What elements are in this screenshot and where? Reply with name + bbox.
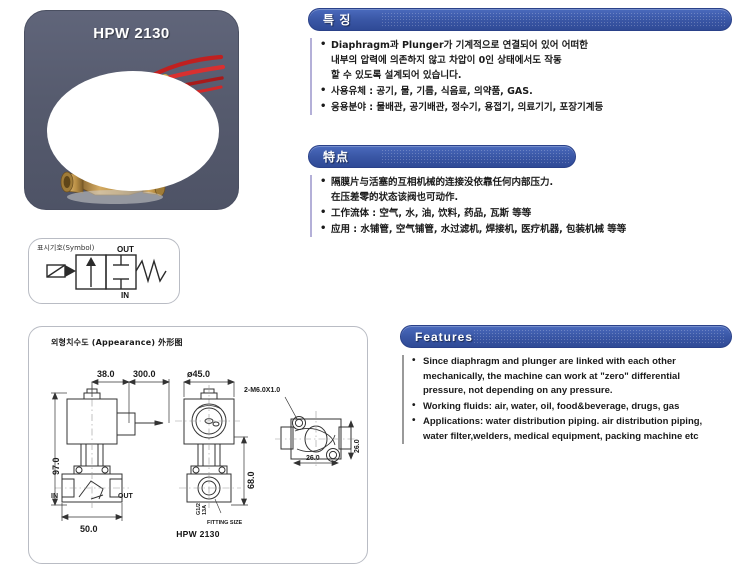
photo-backdrop-ellipse: [47, 71, 219, 191]
list-item: 隔膜片与活塞的互相机械的连接没依靠任何内部压力. 在压差零的状态该阀也可动作.: [320, 174, 732, 205]
section-title-zh: 特点: [323, 150, 350, 164]
section-features-zh: 特点 隔膜片与活塞的互相机械的连接没依靠任何内部压力. 在压差零的状态该阀也可动…: [308, 145, 732, 238]
symbol-port-in-label: IN: [121, 291, 129, 300]
bullet-en-0-line0: Since diaphragm and plunger are linked w…: [423, 356, 676, 367]
symbol-panel-label: 표시기호(Symbol): [37, 244, 95, 252]
bullet-en-2-line0: Applications: water distribution piping.…: [423, 416, 703, 427]
symbol-panel: 표시기호(Symbol) OUT IN: [28, 238, 180, 304]
bullet-list-zh: 隔膜片与活塞的互相机械的连接没依靠任何内部压力. 在压差零的状态该阀也可动作. …: [320, 174, 732, 237]
bullet-en-0-line1: mechanically, the machine can work at "z…: [423, 370, 680, 382]
dim-300: 300.0: [133, 369, 156, 379]
product-photo-panel: HPW 2130: [24, 10, 239, 210]
section-features-en: Features Since diaphragm and plunger are…: [400, 325, 732, 445]
symbol-port-out-label: OUT: [117, 245, 134, 254]
bullet-en-0-line2: pressure, not depending on any pressure.: [423, 385, 613, 396]
bullet-ko-0-line2: 할 수 있도록 설계되어 있습니다.: [331, 70, 462, 81]
section-title-en: Features: [415, 330, 474, 344]
list-item: Applications: water distribution piping.…: [412, 414, 732, 444]
drawing-port-in-label: IN: [51, 493, 58, 500]
dim-38: 38.0: [97, 369, 115, 379]
drawing-port-out-label: OUT: [118, 493, 133, 500]
bullet-list-ko: Diaphragm과 Plunger가 기계적으로 연결되어 있어 어떠한 내부…: [320, 37, 732, 115]
section-body-zh: 隔膜片与活塞的互相机械的连接没依靠任何内部压力. 在压差零的状态该阀也可动作. …: [308, 174, 732, 237]
section-header-bar-en: Features: [400, 325, 732, 348]
fitting-size-label: FITTING SIZE: [207, 520, 243, 526]
list-item: 사용유체 : 공기, 물, 기름, 식음료, 의약품, GAS.: [320, 83, 732, 99]
product-photo-stage: [25, 45, 240, 211]
valve-symbol-diagram: [46, 254, 167, 290]
section-header-bar-zh: 特点: [308, 145, 576, 168]
drawing-caption: HPW 2130: [176, 529, 220, 539]
dim-thread-2-m6: 2-M6.0X1.0: [244, 387, 281, 394]
dim-diameter-45: ø45.0: [187, 369, 211, 379]
bullet-ko-0-line1: 내부의 압력에 의존하지 않고 차압이 0인 상태에서도 작동: [331, 55, 562, 66]
bullet-zh-0-line0: 隔膜片与活塞的互相机械的连接没依靠任何内部压力.: [331, 177, 554, 188]
section-header-bar-ko: 특 징: [308, 8, 732, 31]
technical-drawing-svg: [51, 378, 357, 521]
product-name-title: HPW 2130: [93, 25, 170, 42]
appearance-drawing-panel: 외형치수도 (Appearance) 外形图 38.0 300.0 97.0 5…: [28, 326, 368, 564]
section-features-ko: 특 징 Diaphragm과 Plunger가 기계적으로 연결되어 있어 어떠…: [308, 8, 732, 116]
list-item: 应用 : 水铺管, 空气铺管, 水过滤机, 焊接机, 医疗机器, 包装机械 等等: [320, 221, 732, 237]
section-body-ko: Diaphragm과 Plunger가 기계적으로 연결되어 있어 어떠한 내부…: [308, 37, 732, 115]
list-item: Diaphragm과 Plunger가 기계적으로 연결되어 있어 어떠한 내부…: [320, 37, 732, 83]
drawing-title: 외형치수도 (Appearance) 外形图: [51, 338, 183, 347]
list-item: 응용분야 : 물배관, 공기배관, 정수기, 용접기, 의료기기, 포장기계등: [320, 99, 732, 115]
bullet-list-en: Since diaphragm and plunger are linked w…: [412, 354, 732, 444]
list-item: 工作流体 : 空气, 水, 油, 饮料, 药品, 瓦斯 等等: [320, 205, 732, 221]
section-title-ko: 특 징: [323, 13, 352, 27]
dim-50: 50.0: [80, 524, 98, 534]
list-item: Working fluids: air, water, oil, food&be…: [412, 399, 732, 415]
section-body-en: Since diaphragm and plunger are linked w…: [400, 354, 732, 444]
bullet-zh-0-line1: 在压差零的状态该阀也可动作.: [331, 192, 459, 203]
bullet-en-2-line1: water filter,welders, medical equipment,…: [423, 430, 699, 442]
list-item: Since diaphragm and plunger are linked w…: [412, 354, 732, 399]
bullet-ko-0-line0: Diaphragm과 Plunger가 기계적으로 연결되어 있어 어떠한: [331, 40, 588, 51]
